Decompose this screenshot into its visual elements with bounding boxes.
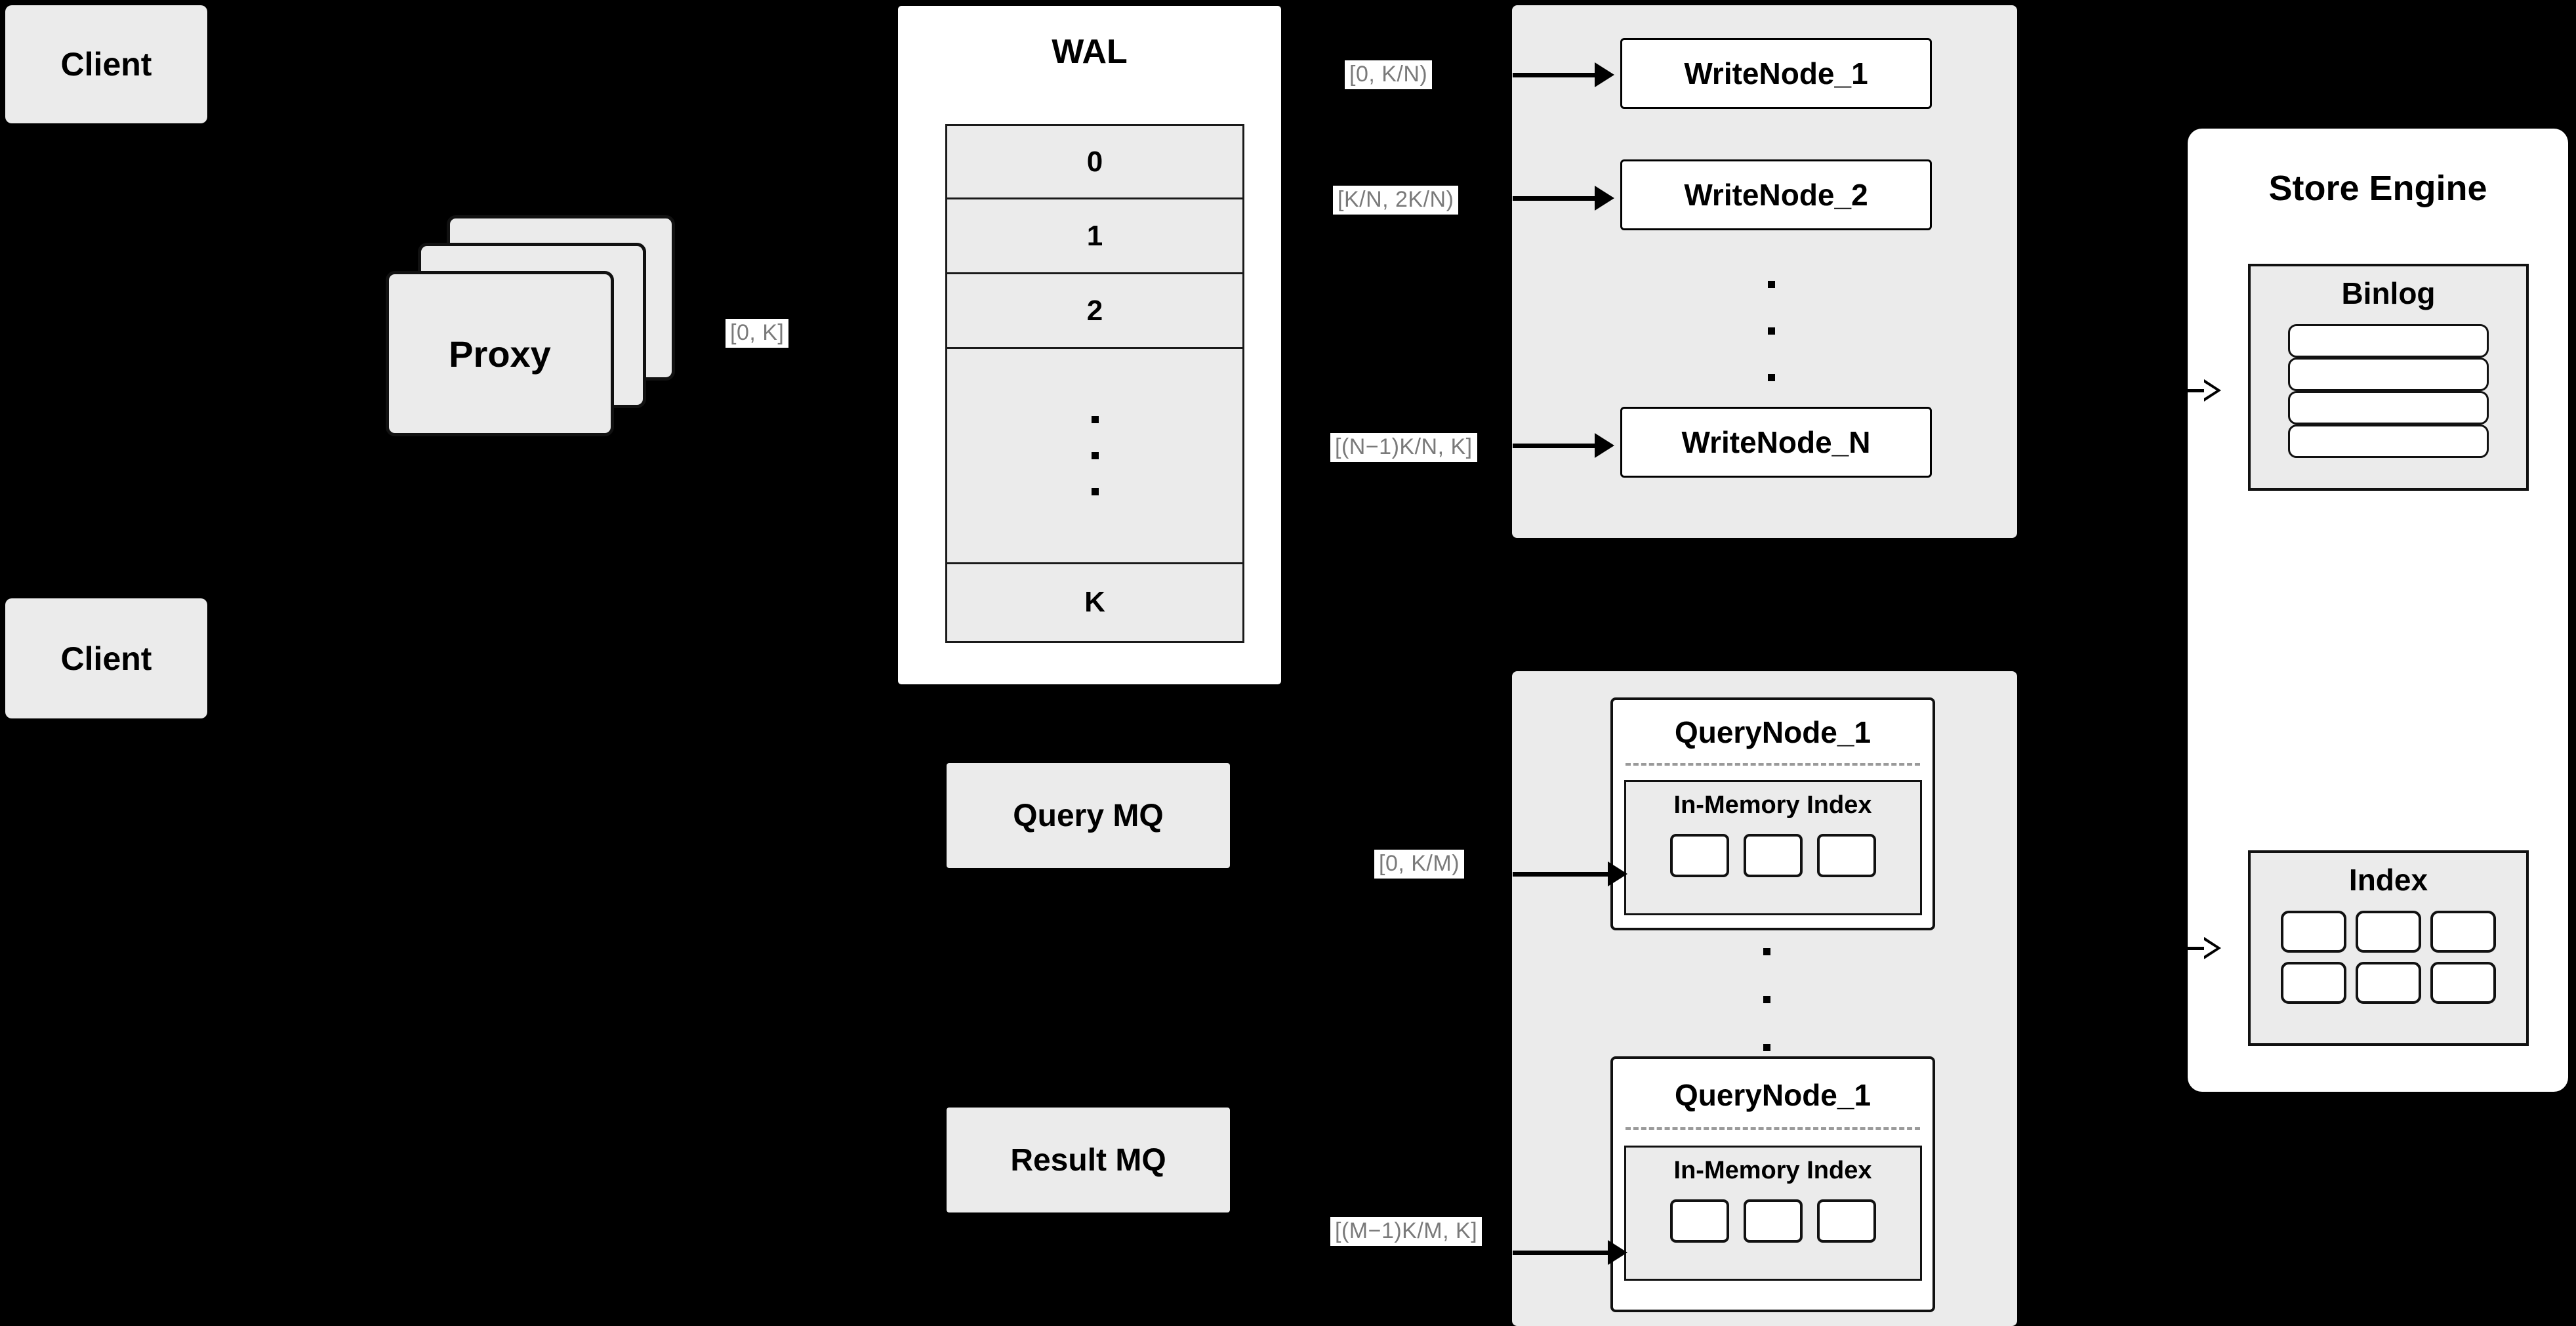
index-cell[interactable] bbox=[1669, 834, 1729, 877]
query-node-m-index-title: In-Memory Index bbox=[1673, 1157, 1872, 1184]
client-label-2: Client bbox=[60, 640, 152, 677]
write-node-2[interactable]: WriteNode_2 bbox=[1620, 159, 1932, 230]
index-cell[interactable] bbox=[1743, 834, 1803, 877]
index-grid bbox=[2281, 911, 2496, 1004]
edge-label-wal-to-write-2: [K/N, 2K/N) bbox=[1333, 186, 1459, 215]
proxy-label: Proxy bbox=[449, 333, 551, 375]
query-region-vertical-dots-icon bbox=[1763, 948, 1770, 1051]
arrow-mq-to-query-m bbox=[1513, 1240, 1627, 1265]
query-node-m-divider bbox=[1625, 1127, 1920, 1130]
edge-label-wal-to-write-n-text: [(N−1)K/N, K] bbox=[1335, 434, 1473, 459]
client-label-1: Client bbox=[60, 46, 152, 83]
write-node-n[interactable]: WriteNode_N bbox=[1620, 407, 1932, 478]
edge-label-proxy-to-wal: [0, K] bbox=[726, 319, 789, 348]
client-box-2[interactable]: Client bbox=[5, 598, 207, 718]
query-node-m-index-cells bbox=[1669, 1199, 1876, 1243]
edge-label-mq-to-query-1: [0, K/M) bbox=[1374, 850, 1465, 879]
wal-row: 0 bbox=[947, 126, 1242, 200]
query-node-m-in-memory-index: In-Memory Index bbox=[1624, 1146, 1922, 1281]
index-cell[interactable] bbox=[2356, 911, 2421, 953]
client-box-1[interactable]: Client bbox=[5, 5, 207, 123]
edge-label-wal-to-write-1: [0, K/N) bbox=[1345, 60, 1433, 89]
write-node-2-label: WriteNode_2 bbox=[1684, 178, 1868, 212]
wal-row: 2 bbox=[947, 274, 1242, 350]
arrow-mq-to-query-1 bbox=[1513, 861, 1627, 886]
edge-label-mq-to-query-1-text: [0, K/M) bbox=[1379, 851, 1460, 876]
binlog-bar[interactable] bbox=[2288, 324, 2489, 358]
wal-row-value: 2 bbox=[1086, 294, 1103, 327]
index-title: Index bbox=[2348, 863, 2428, 897]
index-cell[interactable] bbox=[2281, 911, 2346, 953]
wal-row-value: 0 bbox=[1086, 145, 1103, 178]
wal-row-ellipsis bbox=[947, 349, 1242, 564]
edge-label-proxy-to-wal-text: [0, K] bbox=[730, 320, 785, 345]
binlog-box: Binlog bbox=[2248, 264, 2529, 491]
proxy-box[interactable]: Proxy bbox=[386, 271, 614, 436]
index-cell[interactable] bbox=[1743, 1199, 1803, 1243]
index-cell[interactable] bbox=[2430, 911, 2496, 953]
binlog-title: Binlog bbox=[2341, 276, 2436, 310]
edge-label-mq-to-query-m-text: [(M−1)K/M, K] bbox=[1335, 1218, 1478, 1243]
write-node-1-label: WriteNode_1 bbox=[1684, 56, 1868, 91]
query-mq-box[interactable]: Query MQ bbox=[947, 763, 1230, 868]
query-node-1-divider bbox=[1625, 763, 1920, 766]
edge-label-wal-to-write-n: [(N−1)K/N, K] bbox=[1330, 433, 1477, 462]
query-node-1-index-title: In-Memory Index bbox=[1673, 791, 1872, 819]
index-cell[interactable] bbox=[2281, 962, 2346, 1004]
query-node-1-label: QueryNode_1 bbox=[1674, 715, 1871, 749]
edge-label-wal-to-write-1-text: [0, K/N) bbox=[1349, 62, 1428, 87]
edge-label-mq-to-query-m: [(M−1)K/M, K] bbox=[1330, 1217, 1482, 1246]
wal-row: 1 bbox=[947, 199, 1242, 275]
vertical-dots-icon bbox=[1091, 416, 1099, 496]
store-engine-title: Store Engine bbox=[2268, 169, 2487, 208]
arrow-wal-to-write-2 bbox=[1513, 186, 1614, 211]
index-box: Index bbox=[2248, 850, 2529, 1046]
result-mq-label: Result MQ bbox=[1010, 1142, 1166, 1178]
arrow-to-binlog bbox=[2178, 379, 2221, 402]
wal-row-value: K bbox=[1084, 586, 1105, 619]
index-cell[interactable] bbox=[1816, 834, 1876, 877]
query-node-1[interactable]: QueryNode_1 In-Memory Index bbox=[1610, 697, 1935, 930]
query-mq-label: Query MQ bbox=[1013, 798, 1164, 833]
wal-panel: WAL 0 1 2 K bbox=[896, 4, 1283, 686]
query-node-1-in-memory-index: In-Memory Index bbox=[1624, 780, 1922, 915]
write-node-1[interactable]: WriteNode_1 bbox=[1620, 38, 1932, 109]
store-engine-panel: Store Engine Binlog Index bbox=[2188, 129, 2568, 1092]
binlog-bar[interactable] bbox=[2288, 425, 2489, 458]
wal-title: WAL bbox=[1052, 33, 1128, 71]
query-node-m[interactable]: QueryNode_1 In-Memory Index bbox=[1610, 1056, 1935, 1312]
wal-table: 0 1 2 K bbox=[945, 124, 1244, 643]
arrow-wal-to-write-1 bbox=[1513, 62, 1614, 87]
index-cell[interactable] bbox=[2430, 962, 2496, 1004]
arrow-to-index bbox=[2178, 937, 2221, 959]
arrow-wal-to-write-n bbox=[1513, 433, 1614, 458]
index-cell[interactable] bbox=[1669, 1199, 1729, 1243]
write-region-vertical-dots-icon bbox=[1768, 281, 1775, 381]
index-cell[interactable] bbox=[2356, 962, 2421, 1004]
binlog-bars bbox=[2288, 324, 2489, 458]
write-node-n-label: WriteNode_N bbox=[1681, 425, 1871, 459]
binlog-bar[interactable] bbox=[2288, 391, 2489, 425]
index-cell[interactable] bbox=[1816, 1199, 1876, 1243]
query-node-m-label: QueryNode_1 bbox=[1674, 1078, 1871, 1112]
query-node-1-index-cells bbox=[1669, 834, 1876, 877]
edge-label-wal-to-write-2-text: [K/N, 2K/N) bbox=[1338, 187, 1454, 212]
wal-row-value: 1 bbox=[1086, 219, 1103, 252]
binlog-bar[interactable] bbox=[2288, 358, 2489, 391]
wal-row: K bbox=[947, 564, 1242, 642]
result-mq-box[interactable]: Result MQ bbox=[947, 1108, 1230, 1212]
